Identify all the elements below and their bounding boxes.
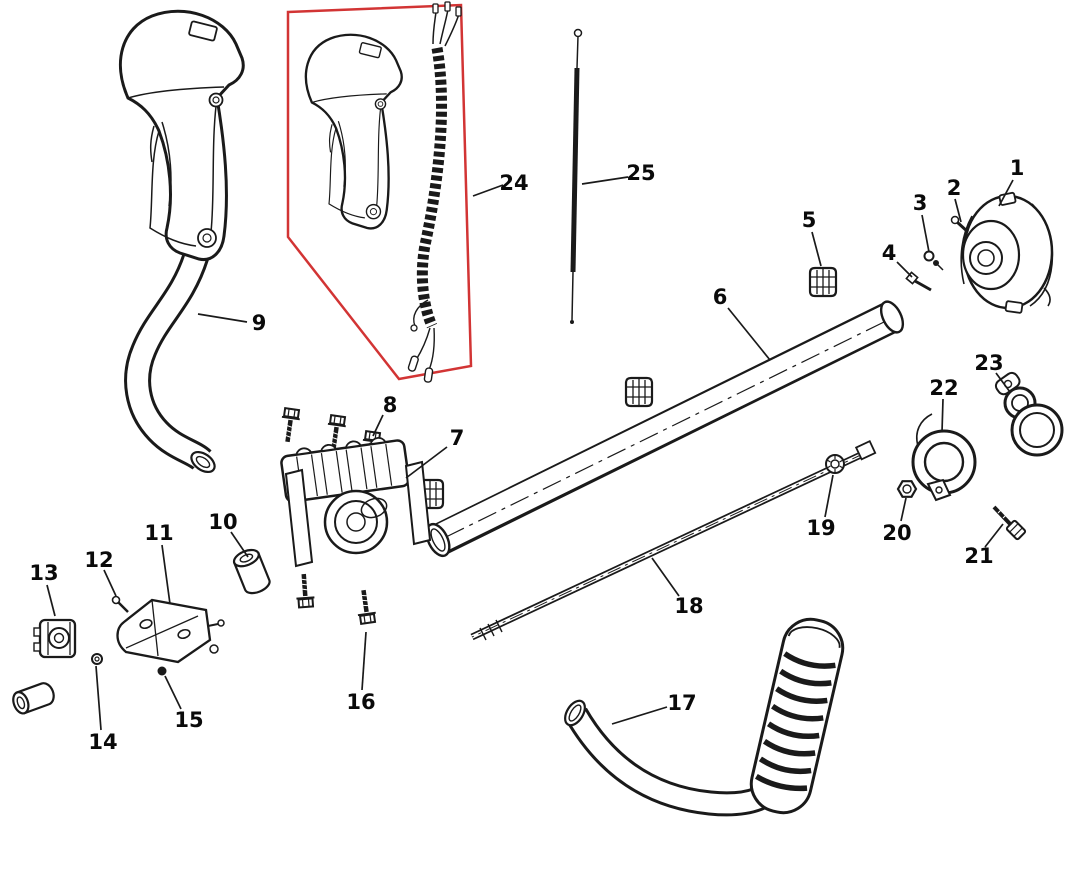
part-1-clutch-housing-drawing	[960, 191, 1054, 314]
part-14-washer-drawing	[91, 653, 103, 665]
part-label-25-throttle-cable: 25	[626, 161, 655, 185]
part-label-15-nut: 15	[174, 708, 203, 732]
leader-line-part-19	[824, 474, 834, 518]
highlight-outline-part-24	[286, 3, 473, 381]
leader-line-part-6	[727, 307, 771, 361]
part-label-8-bolt: 8	[383, 393, 398, 417]
leader-line-part-1	[998, 179, 1014, 207]
part-label-9-throttle-handle: 9	[252, 311, 267, 335]
part-label-2-screw: 2	[947, 176, 962, 200]
leader-line-part-25	[581, 176, 629, 185]
leader-line-part-2	[954, 198, 962, 223]
leader-line-part-22	[941, 398, 944, 433]
part-17-loop-handle-drawing	[564, 617, 845, 817]
leader-line-part-10	[230, 531, 249, 558]
leader-line-part-12	[103, 569, 117, 597]
part-label-4-screw: 4	[882, 241, 897, 265]
part-label-5-grommet-sleeve: 5	[802, 208, 817, 232]
part-5-grommet-drawing	[808, 266, 838, 298]
part-label-13-switch-block: 13	[29, 561, 58, 585]
part-label-20-nut: 20	[882, 521, 911, 545]
part-label-1-clutch-housing: 1	[1010, 156, 1025, 180]
leader-line-part-3	[921, 214, 930, 253]
leader-line-part-7	[405, 446, 448, 479]
leader-line-part-13	[46, 584, 56, 617]
part-2-screw-drawing	[950, 215, 970, 234]
leader-line-part-4	[896, 261, 913, 278]
part-label-6-upper-drive-tube: 6	[713, 285, 728, 309]
leader-line-part-15	[164, 675, 182, 710]
leader-line-part-17	[611, 706, 668, 725]
leader-line-part-23	[995, 372, 1011, 393]
part-11-hinge-bracket-drawing	[116, 598, 225, 664]
part-18-drive-shaft-drawing	[470, 439, 877, 641]
leader-line-part-11	[161, 544, 171, 605]
bushing-duplicate	[12, 682, 55, 715]
part-label-23-hanger-clamp: 23	[974, 351, 1003, 375]
part-label-3-clip: 3	[913, 191, 928, 215]
part-label-10-bushing: 10	[208, 510, 237, 534]
part-label-7-clamp-bracket-assembly: 7	[450, 426, 465, 450]
part-label-18-inner-drive-shaft: 18	[674, 594, 703, 618]
part-label-19-lock-washer: 19	[806, 516, 835, 540]
part-15-nut-drawing	[157, 666, 167, 676]
leader-line-part-21	[984, 523, 1004, 548]
part-21-bolt-drawing	[992, 505, 1027, 541]
part-12-screw-drawing	[111, 595, 129, 613]
part-23-hanger-clamp-drawing	[994, 371, 1064, 457]
part-label-12-screw: 12	[84, 548, 113, 572]
part-label-21-bolt: 21	[964, 544, 993, 568]
leader-line-part-9	[197, 313, 248, 323]
part-22-clamp-collar-drawing	[911, 413, 977, 502]
part-10-bushing-drawing	[232, 548, 271, 595]
part-25-throttle-cable-drawing	[570, 28, 583, 324]
part-label-11-hinge-bracket: 11	[144, 521, 173, 545]
leader-line-part-8	[372, 414, 384, 437]
part-label-16-bolt: 16	[346, 690, 375, 714]
part-24-handle-cable-assembly-drawing	[286, 1, 473, 383]
part-19-lock-washer-drawing	[825, 454, 845, 474]
part-7-clamp-bracket-drawing	[280, 436, 432, 568]
part-label-17-loop-handle-grip: 17	[667, 691, 696, 715]
part-9-throttle-handle-drawing	[118, 9, 245, 474]
part-label-22-clamp-collar: 22	[929, 376, 958, 400]
part-label-24-throttle-handle-cable-assembly: 24	[499, 171, 528, 195]
part-6-upper-drive-tube-drawing	[425, 300, 905, 558]
part-13-switch-block-drawing	[33, 618, 77, 659]
leader-line-part-16	[361, 631, 367, 691]
grommet-duplicate-1	[624, 376, 654, 408]
part-3-clip-drawing	[923, 250, 944, 271]
leader-line-part-5	[811, 231, 822, 267]
part-16-bolts-drawing	[295, 573, 377, 624]
leader-line-part-20	[900, 497, 907, 522]
leader-line-part-24	[472, 184, 504, 197]
leader-line-part-18	[651, 557, 680, 597]
part-20-nut-drawing	[896, 480, 918, 498]
part-label-14-washer: 14	[88, 730, 117, 754]
leader-line-part-14	[95, 665, 102, 731]
